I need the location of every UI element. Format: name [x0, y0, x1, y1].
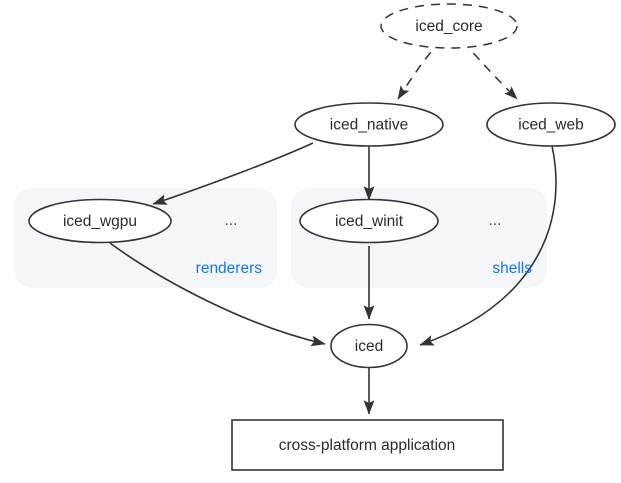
group-label-renderers: renderers — [196, 260, 263, 277]
node-label-iced-web: iced_web — [518, 117, 584, 134]
node-label-application: cross-platform application — [279, 437, 456, 454]
node-label-iced-wgpu: iced_wgpu — [63, 213, 137, 230]
node-shape-iced[interactable] — [330, 323, 408, 369]
node-label-iced-winit: iced_winit — [335, 213, 404, 230]
ellipsis-shells: ... — [489, 212, 502, 229]
node-label-iced-core: iced_core — [415, 18, 482, 35]
node-shape-iced-winit[interactable] — [299, 198, 439, 244]
edge-iced-core-to-iced-web — [462, 40, 518, 100]
edge-iced-core-to-iced-native — [397, 39, 442, 100]
group-label-shells: shells — [492, 260, 532, 277]
ellipsis-renderers: ... — [225, 212, 238, 229]
node-label-iced: iced — [355, 338, 383, 355]
edge-iced-web-to-iced — [419, 145, 557, 346]
node-shape-iced-native[interactable] — [294, 102, 444, 147]
node-shape-application[interactable] — [231, 419, 504, 471]
node-label-iced-native: iced_native — [330, 117, 408, 134]
node-shape-iced-wgpu[interactable] — [28, 198, 172, 244]
edge-iced-wgpu-to-iced — [109, 242, 326, 347]
node-shape-iced-core[interactable] — [380, 3, 518, 49]
edge-iced-native-to-iced-wgpu — [152, 142, 314, 205]
node-shape-iced-web[interactable] — [486, 102, 616, 147]
